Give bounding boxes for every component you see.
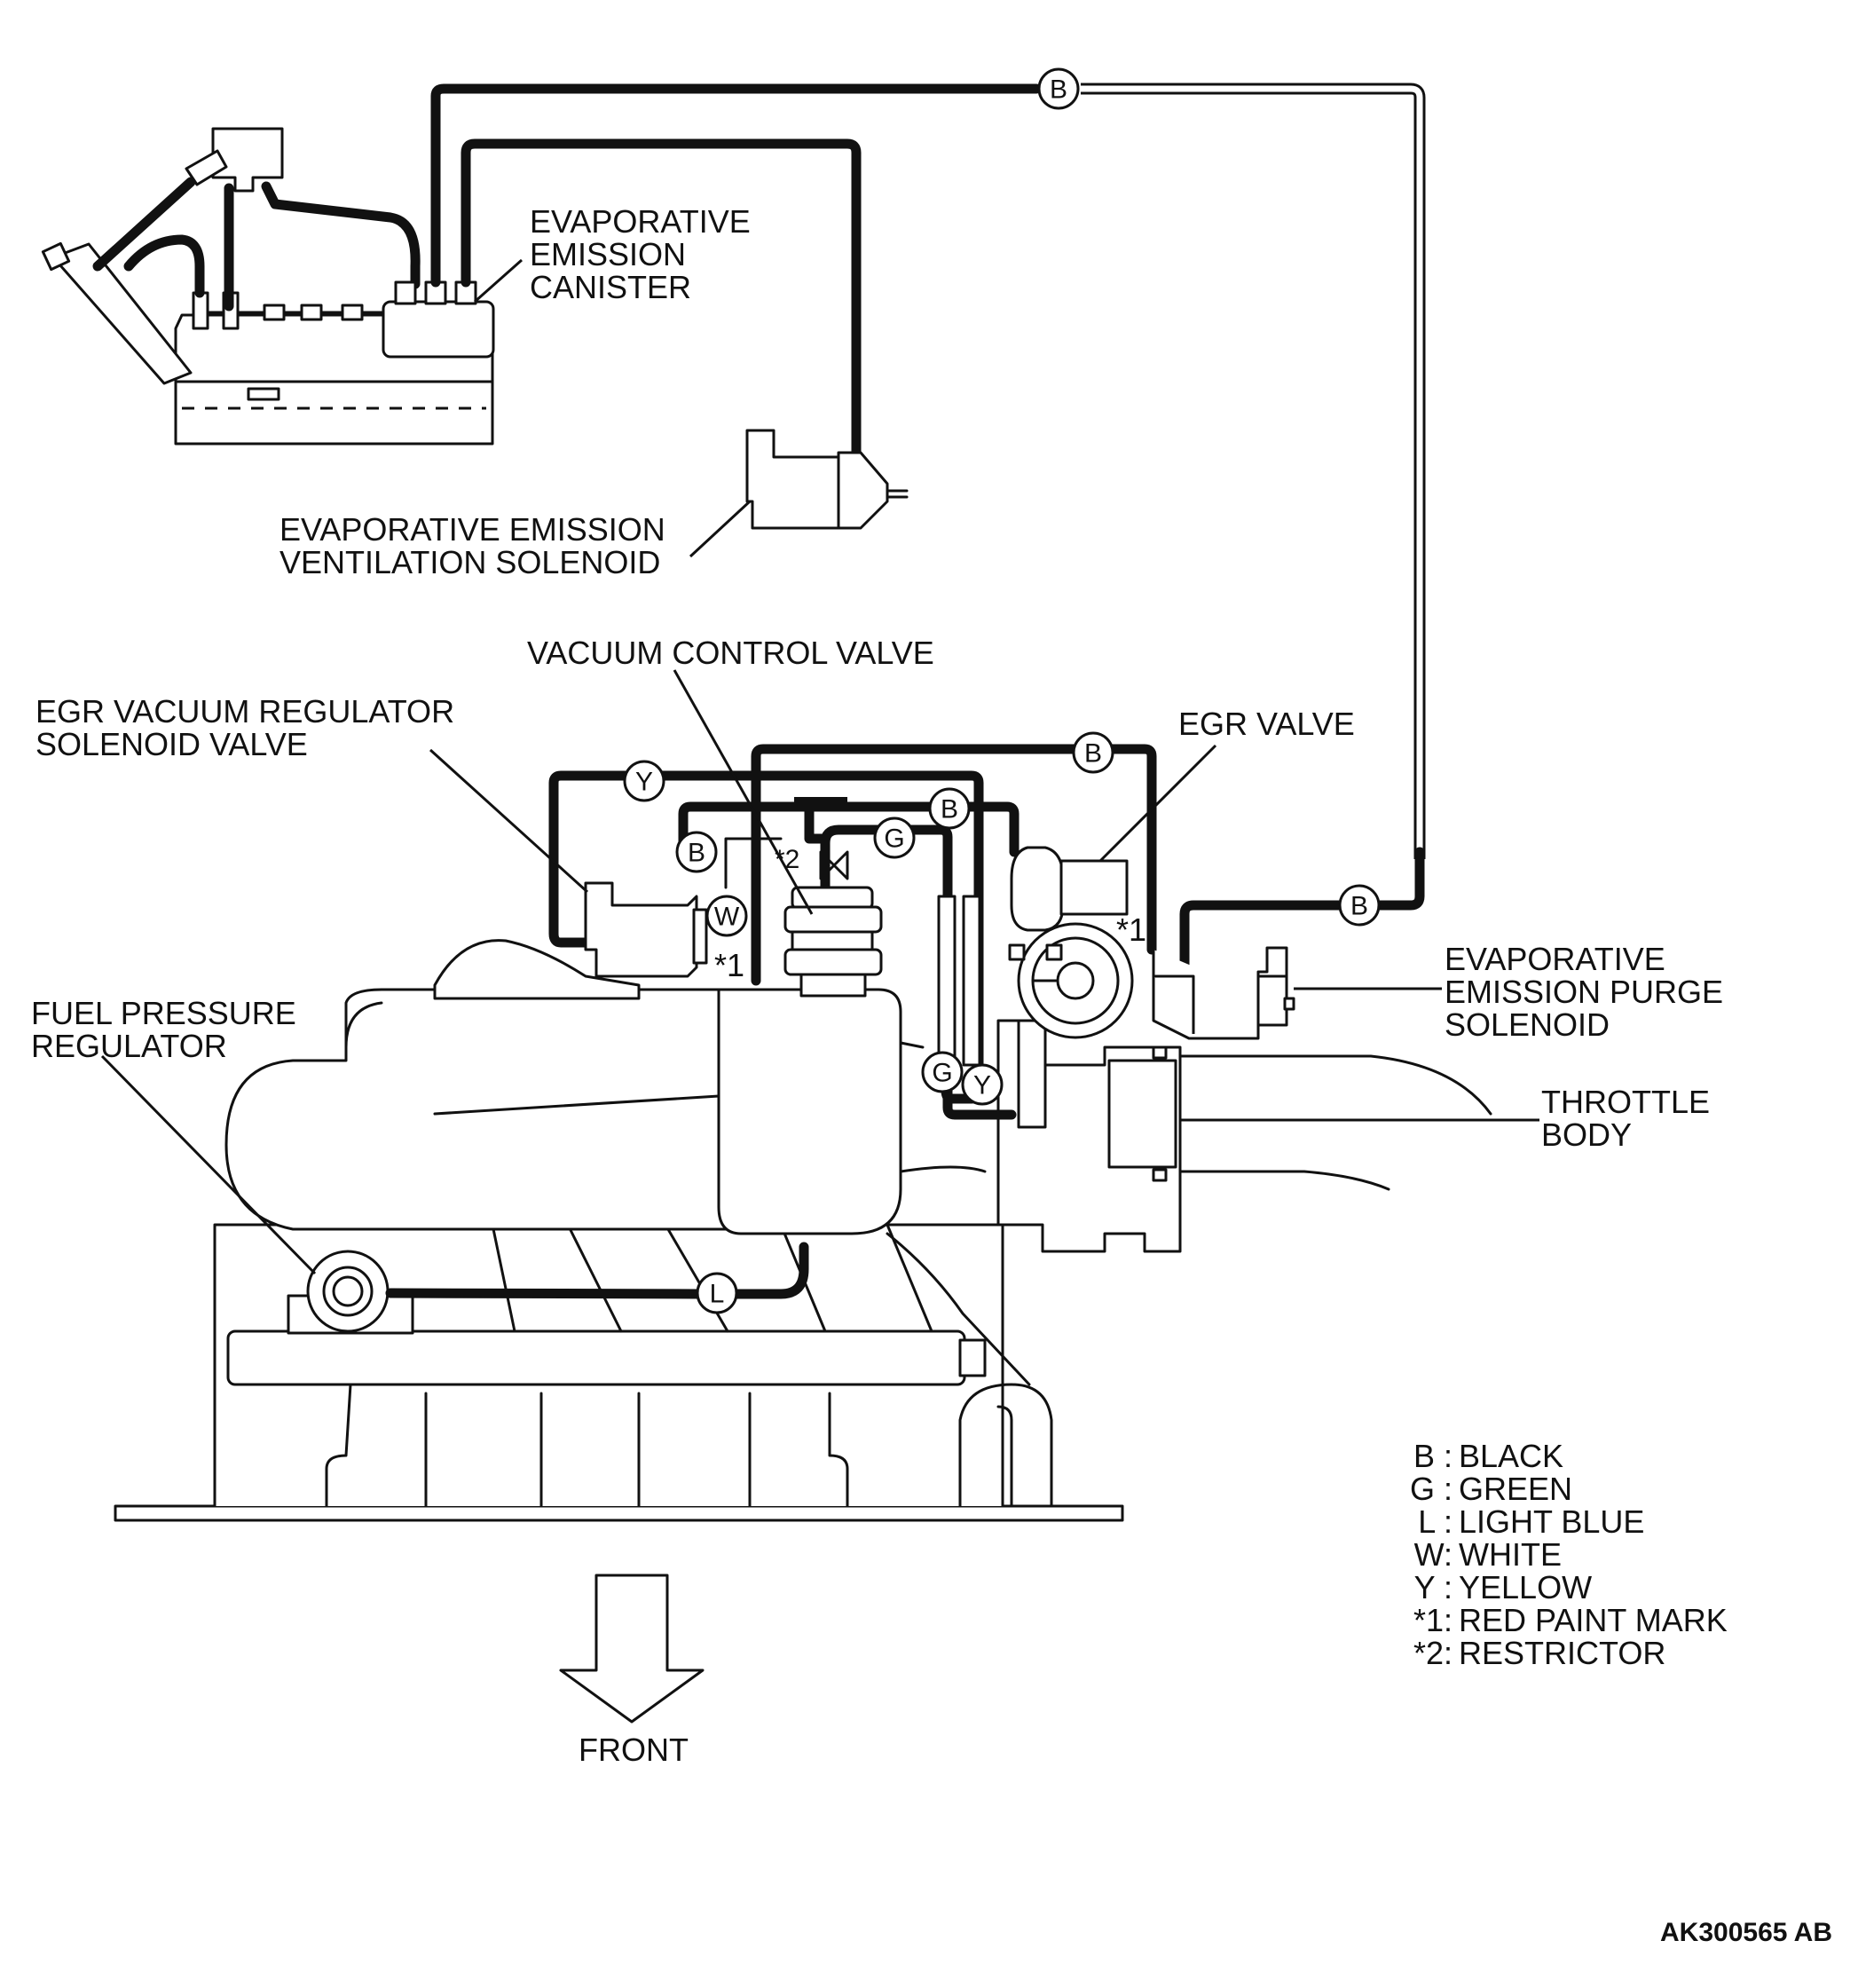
svg-text:B: B	[1350, 892, 1368, 921]
tag-g-top: G	[873, 816, 916, 859]
throttle-body-label: THROTTLE BODY	[1541, 1084, 1719, 1153]
tag-b-regulator: B	[675, 831, 718, 873]
front-label: FRONT	[579, 1732, 689, 1768]
vacuum-control-valve-label: VACUUM CONTROL VALVE	[527, 635, 934, 671]
tag-b-purge: B	[1338, 884, 1381, 927]
svg-text:W: W	[714, 903, 740, 932]
svg-text:B: B	[941, 795, 958, 824]
legend-text-2: LIGHT BLUE	[1459, 1503, 1644, 1540]
evaporative-emission-purge-solenoid	[1152, 946, 1295, 1040]
svg-text:Y: Y	[635, 768, 653, 797]
svg-text:B: B	[688, 839, 705, 868]
vacuum-control-valve	[783, 886, 883, 998]
egr-regulator-label: EGR VACUUM REGULATOR SOLENOID VALVE	[35, 693, 463, 762]
tag-w: W	[705, 895, 748, 937]
legend-code-2: L :	[1418, 1503, 1453, 1540]
canister-hoses	[430, 83, 1426, 982]
evaporative-emission-canister	[382, 280, 495, 359]
legend-code-5: *1:	[1413, 1602, 1453, 1638]
tag-l: L	[696, 1272, 738, 1314]
svg-text:G: G	[932, 1059, 952, 1088]
tag-y-bottom: Y	[961, 1063, 1004, 1106]
ventilation-solenoid-label: EVAPORATIVE EMISSION VENTILATION SOLENOI…	[279, 511, 674, 580]
legend-text-1: GREEN	[1459, 1471, 1572, 1507]
figure-code: AK300565 AB	[1660, 1918, 1832, 1947]
svg-text:Y: Y	[973, 1071, 991, 1100]
legend-code-6: *2:	[1413, 1635, 1453, 1671]
color-legend: B : BLACK G : GREEN L : LIGHT BLUE W: WH…	[1410, 1438, 1728, 1671]
vacuum-tubes	[937, 895, 981, 1067]
legend-text-3: WHITE	[1459, 1536, 1562, 1573]
hose-tags: B B B B B Y G W	[623, 67, 1381, 1314]
egr-valve-label: EGR VALVE	[1178, 706, 1355, 742]
egr-hose-network	[548, 744, 1157, 1120]
tag-b-top: B	[1037, 67, 1080, 110]
purge-solenoid-label: EVAPORATIVE EMISSION PURGE SOLENOID	[1445, 941, 1732, 1043]
legend-text-6: RESTRICTOR	[1459, 1635, 1665, 1671]
legend-code-3: W:	[1414, 1536, 1453, 1573]
throttle-body	[996, 922, 1492, 1253]
tag-b-egr-top: B	[1072, 731, 1114, 774]
canister-label: EVAPORATIVE EMISSION CANISTER	[530, 203, 760, 305]
leader-lines	[100, 258, 1539, 1275]
legend-code-1: G :	[1410, 1471, 1453, 1507]
legend-text-5: RED PAINT MARK	[1459, 1602, 1728, 1638]
tag-b-egr-mid: B	[928, 787, 971, 830]
red-mark-right: *1	[1116, 911, 1146, 948]
legend-code-0: B :	[1413, 1438, 1453, 1474]
legend-code-4: Y :	[1414, 1569, 1453, 1605]
fuel-pressure-regulator	[287, 1250, 414, 1335]
egr-valve	[1008, 846, 1129, 961]
hose-light-blue	[385, 1242, 809, 1299]
intake-manifold	[114, 939, 1124, 1522]
svg-text:B: B	[1084, 739, 1102, 769]
fuel-pressure-regulator-label: FUEL PRESSURE REGULATOR	[31, 995, 305, 1064]
svg-text:B: B	[1050, 75, 1067, 105]
svg-text:L: L	[710, 1280, 725, 1309]
legend-text-4: YELLOW	[1459, 1569, 1592, 1605]
svg-text:G: G	[884, 824, 904, 854]
egr-vacuum-regulator-solenoid-valve	[584, 881, 708, 978]
ventilation-solenoid	[745, 429, 909, 530]
red-mark-left: *1	[714, 947, 744, 983]
legend-text-0: BLACK	[1459, 1438, 1563, 1474]
front-arrow: FRONT	[559, 1574, 705, 1768]
tag-g-bottom: G	[921, 1051, 964, 1093]
tag-y-top: Y	[623, 760, 665, 802]
